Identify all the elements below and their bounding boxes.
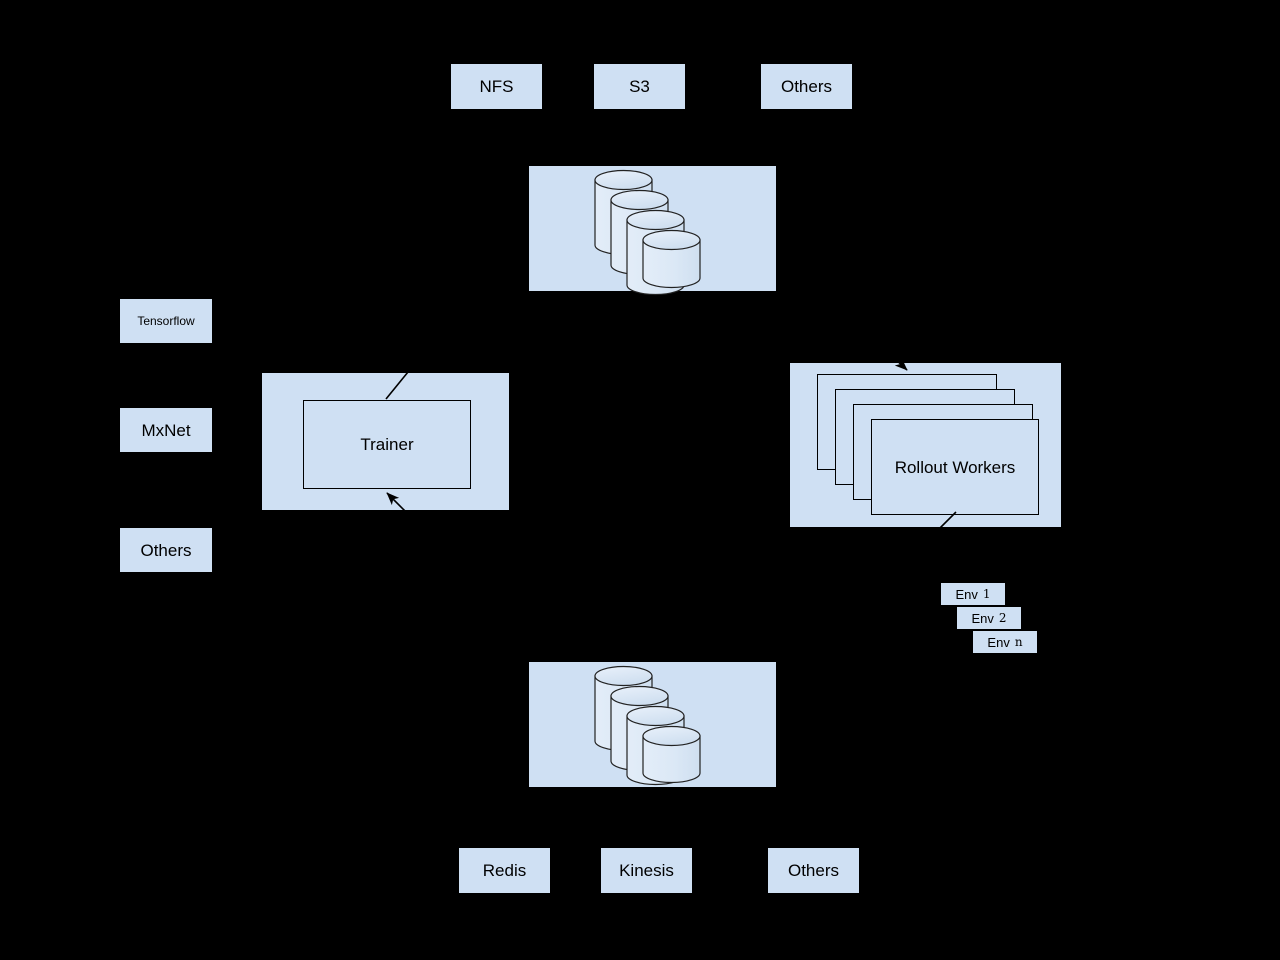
env-chip-1-word: Env — [955, 586, 978, 602]
node-others-frameworks-label: Others — [140, 540, 192, 560]
node-kinesis[interactable]: Kinesis — [601, 848, 692, 893]
env-chip-2-word: Env — [971, 610, 994, 626]
database-cluster-top-panel — [529, 166, 776, 291]
node-others-frameworks[interactable]: Others — [120, 528, 212, 572]
node-trainer[interactable]: Trainer — [303, 400, 471, 489]
node-others-top[interactable]: Others — [761, 64, 852, 109]
node-others-bottom-label: Others — [787, 861, 840, 880]
node-mxnet[interactable]: MxNet — [120, 408, 212, 452]
env-chip-1-num: 1 — [982, 587, 991, 601]
node-rollout-workers-label: Rollout Workers — [894, 457, 1016, 477]
node-mxnet-label: MxNet — [141, 420, 191, 440]
node-tensorflow[interactable]: Tensorflow — [120, 299, 212, 343]
env-chip-n-word: Env — [987, 634, 1010, 650]
database-cluster-bottom-panel — [529, 662, 776, 787]
env-chip-1[interactable]: Env 1 — [941, 583, 1005, 605]
node-nfs-label: NFS — [479, 77, 514, 96]
rollout-worker-layer-1[interactable]: Rollout Workers — [871, 419, 1039, 515]
node-kinesis-label: Kinesis — [619, 861, 674, 880]
node-tensorflow-label: Tensorflow — [137, 314, 195, 328]
node-redis[interactable]: Redis — [459, 848, 550, 893]
node-redis-label: Redis — [482, 861, 527, 880]
env-chip-2-num: 2 — [998, 611, 1007, 625]
node-trainer-label: Trainer — [360, 435, 414, 454]
node-s3[interactable]: S3 — [594, 64, 685, 109]
node-nfs[interactable]: NFS — [451, 64, 542, 109]
env-chip-2[interactable]: Env 2 — [957, 607, 1021, 629]
node-s3-label: S3 — [629, 77, 650, 96]
env-chip-n-num: n — [1014, 635, 1023, 649]
node-others-top-label: Others — [780, 77, 833, 96]
env-chip-n[interactable]: Env n — [973, 631, 1037, 653]
node-others-bottom[interactable]: Others — [768, 848, 859, 893]
